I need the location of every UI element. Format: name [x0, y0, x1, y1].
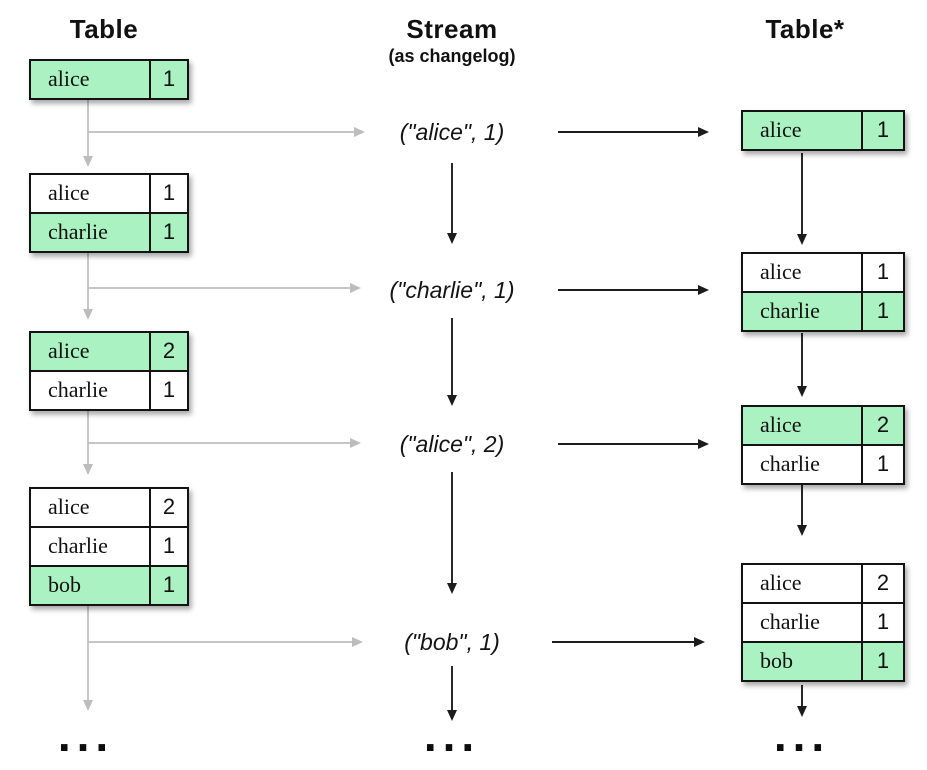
row-value: 2: [861, 565, 903, 602]
table-row: alice 2: [743, 565, 903, 602]
right-table-snapshot-3: alice 2 charlie 1: [741, 405, 905, 485]
row-key: charlie: [760, 298, 820, 323]
table-row: alice 2: [31, 333, 187, 370]
right-table-snapshot-1: alice 1: [741, 110, 905, 151]
table-row: charlie 1: [31, 526, 187, 565]
column-title-table: Table: [69, 14, 139, 44]
table-row: charlie 1: [743, 602, 903, 641]
left-table-snapshot-2: alice 1 charlie 1: [29, 173, 189, 253]
table-row: charlie 1: [743, 444, 903, 483]
table-row: charlie 1: [31, 212, 187, 251]
table-row: alice 1: [31, 61, 187, 98]
table-row: alice 2: [743, 407, 903, 444]
middle-column-ellipsis: ...: [423, 709, 481, 761]
right-table-snapshot-4: alice 2 charlie 1 bob 1: [741, 563, 905, 682]
row-value: 1: [149, 528, 187, 565]
row-value: 2: [149, 333, 187, 370]
table-row: alice 1: [743, 254, 903, 291]
table-row: alice 1: [743, 112, 903, 149]
row-value: 1: [149, 214, 187, 251]
left-column-ellipsis: ...: [57, 709, 115, 761]
row-key: alice: [760, 117, 802, 142]
row-key: bob: [48, 572, 81, 597]
row-key: alice: [760, 412, 802, 437]
row-value: 1: [149, 567, 187, 604]
row-key: alice: [48, 494, 90, 519]
column-title-table-star: Table*: [765, 14, 845, 44]
table-row: alice 2: [31, 489, 187, 526]
row-value: 2: [149, 489, 187, 526]
row-key: alice: [48, 180, 90, 205]
row-value: 1: [149, 372, 187, 409]
column-subtitle-changelog: (as changelog): [388, 46, 516, 66]
row-value: 1: [861, 604, 903, 641]
table-row: charlie 1: [743, 291, 903, 330]
stream-event-1: ("alice", 1): [399, 119, 505, 145]
row-key: charlie: [48, 533, 108, 558]
row-key: charlie: [48, 377, 108, 402]
row-value: 1: [861, 254, 903, 291]
left-table-snapshot-1: alice 1: [29, 59, 189, 100]
stream-event-4: ("bob", 1): [404, 629, 500, 655]
row-value: 1: [861, 112, 903, 149]
row-value: 1: [861, 643, 903, 680]
row-value: 2: [861, 407, 903, 444]
row-key: charlie: [48, 219, 108, 244]
column-title-stream: Stream: [406, 14, 498, 44]
table-row: alice 1: [31, 175, 187, 212]
left-table-snapshot-4: alice 2 charlie 1 bob 1: [29, 487, 189, 606]
right-table-snapshot-2: alice 1 charlie 1: [741, 252, 905, 332]
row-value: 1: [861, 293, 903, 330]
table-row: charlie 1: [31, 370, 187, 409]
row-key: bob: [760, 648, 793, 673]
table-row: bob 1: [743, 641, 903, 680]
row-value: 1: [149, 175, 187, 212]
row-key: alice: [48, 66, 90, 91]
row-key: alice: [48, 338, 90, 363]
stream-event-2: ("charlie", 1): [389, 277, 515, 303]
row-key: charlie: [760, 609, 820, 634]
row-key: charlie: [760, 451, 820, 476]
row-key: alice: [760, 570, 802, 595]
right-column-ellipsis: ...: [773, 709, 831, 761]
row-key: alice: [760, 259, 802, 284]
row-value: 1: [149, 61, 187, 98]
left-table-snapshot-3: alice 2 charlie 1: [29, 331, 189, 411]
table-row: bob 1: [31, 565, 187, 604]
stream-event-3: ("alice", 2): [399, 431, 505, 457]
row-value: 1: [861, 446, 903, 483]
